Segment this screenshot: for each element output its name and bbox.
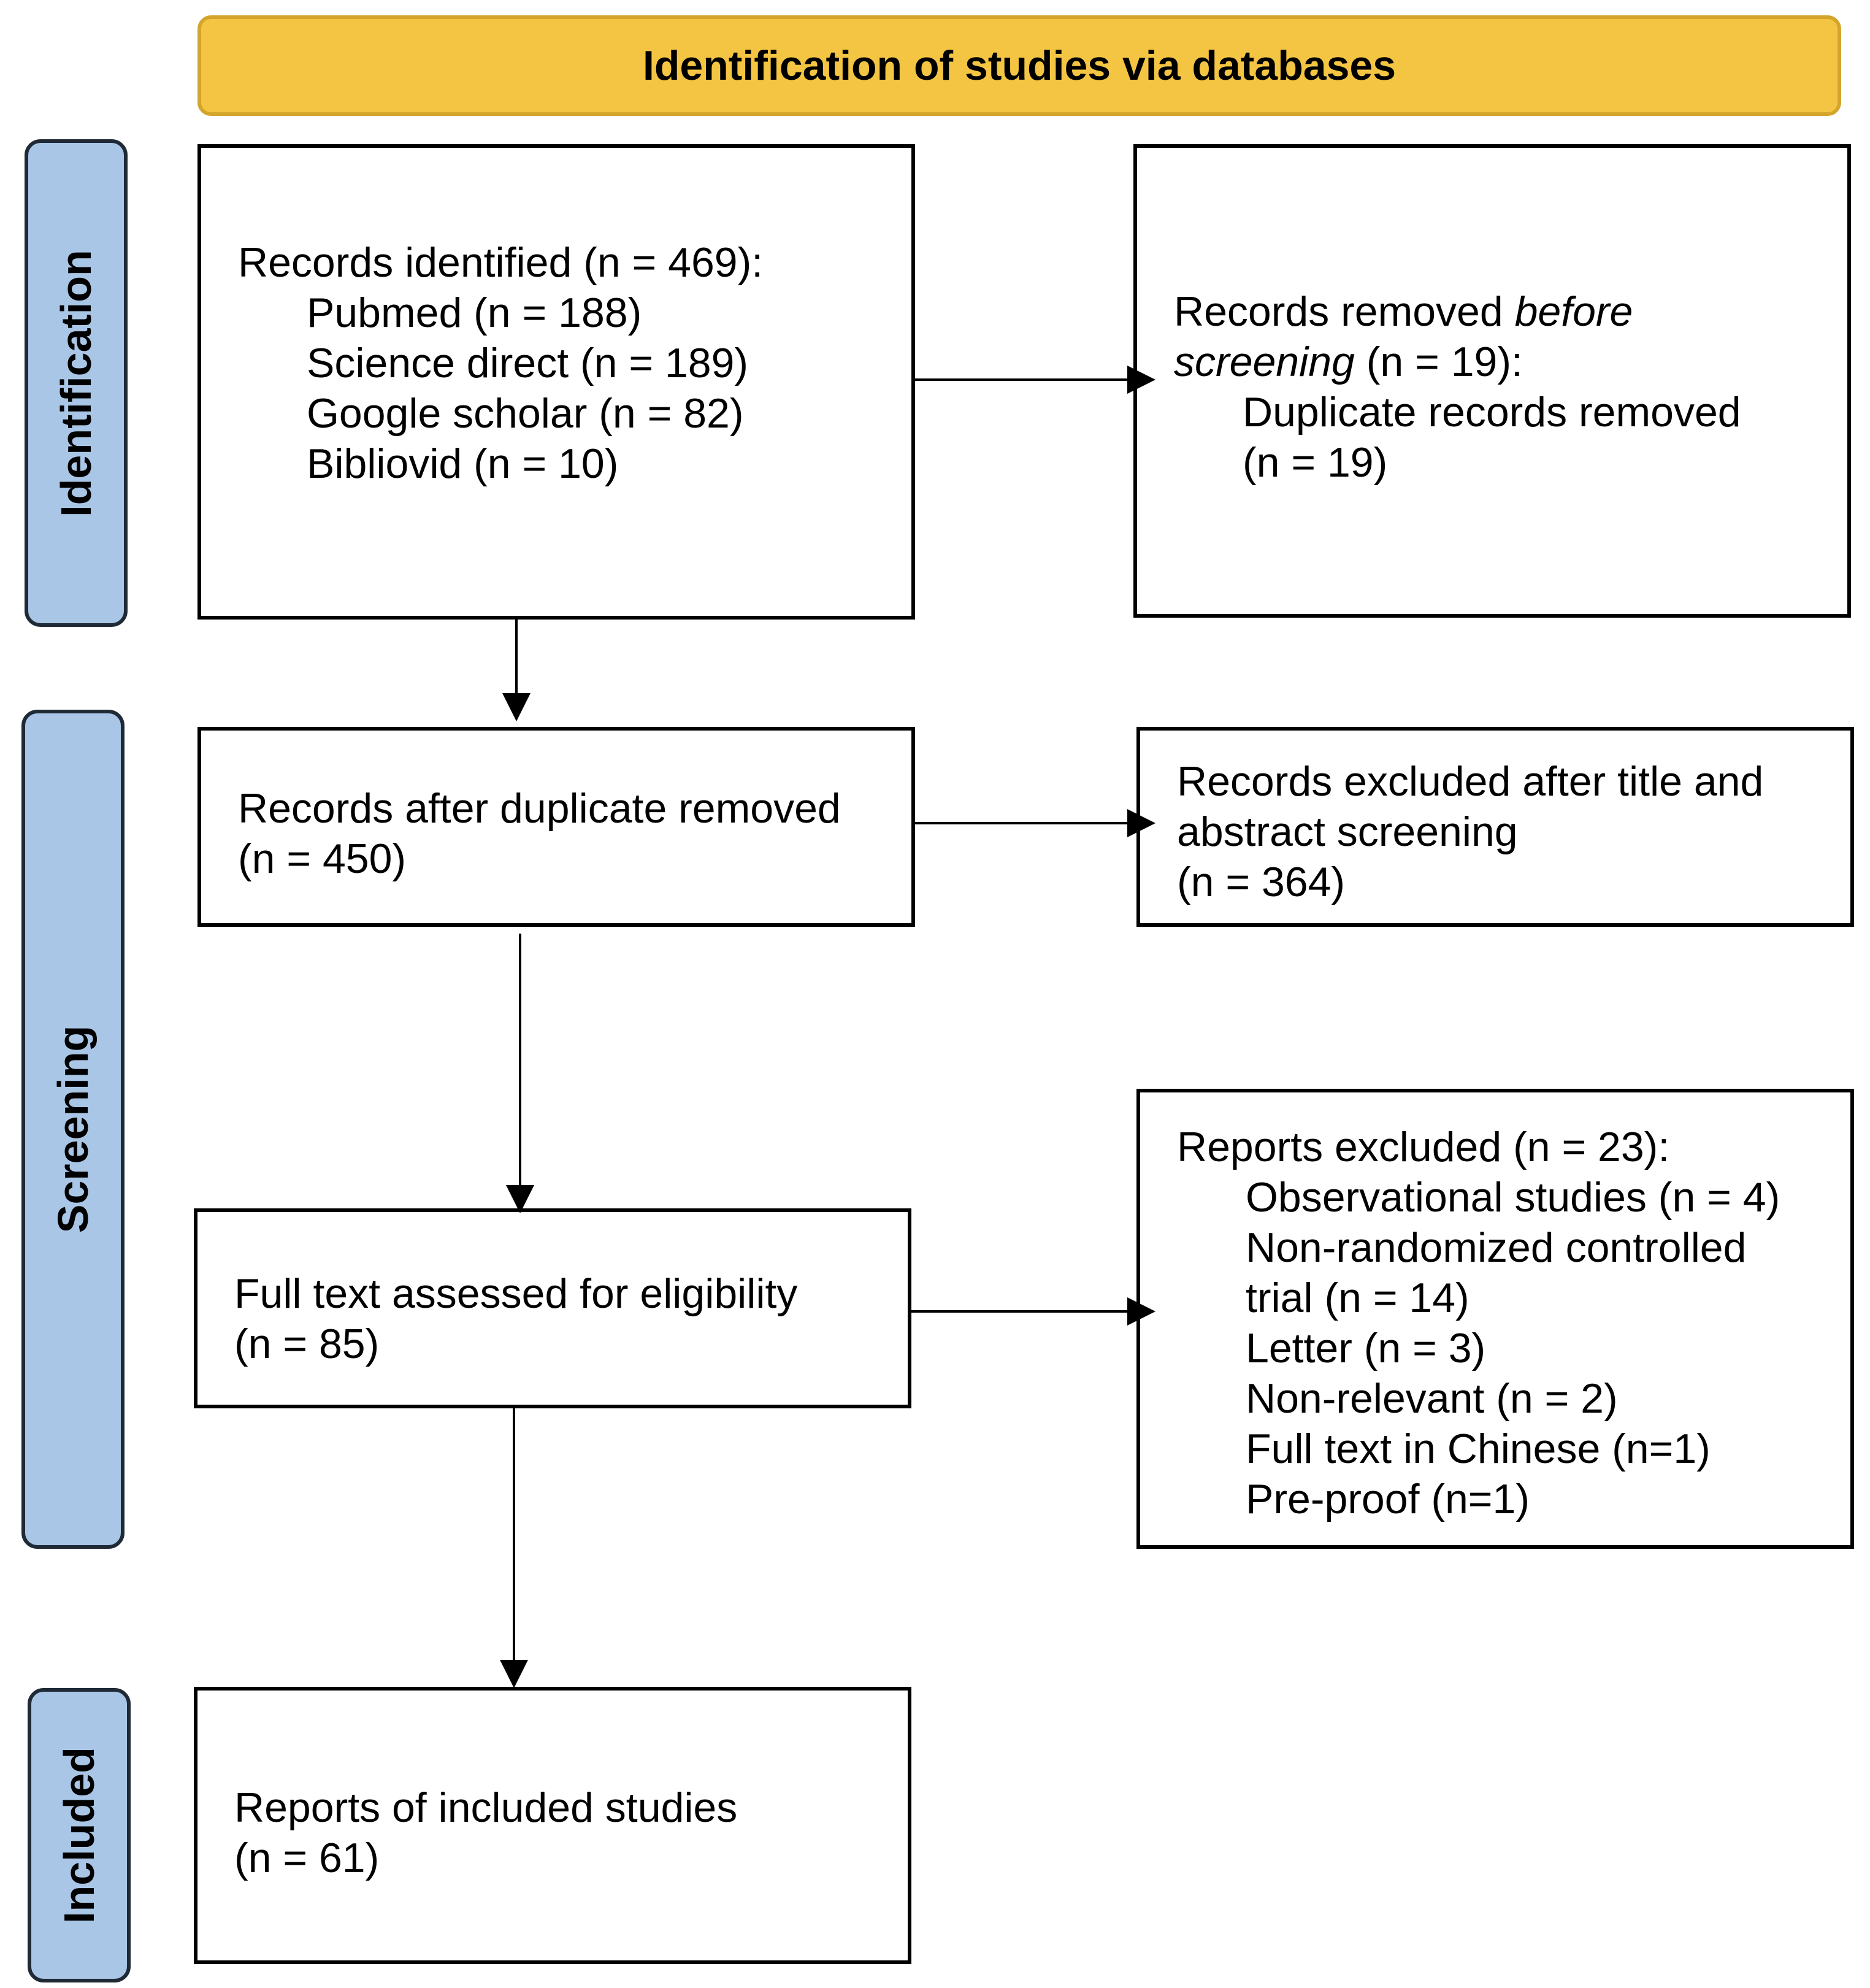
phase-included: Included (28, 1688, 131, 1982)
text-line: Records after duplicate removed (238, 785, 841, 832)
excluded-item: Observational studies (n = 4) (1246, 1174, 1780, 1221)
phase-screening: Screening (21, 710, 125, 1549)
source-item: Bibliovid (n = 10) (307, 440, 619, 487)
text-line: (n = 364) (1177, 859, 1346, 905)
after-duplicates-box: Records after duplicate removed (n = 450… (197, 727, 915, 927)
arrowhead-down (506, 1185, 534, 1213)
arrowhead-right (1127, 809, 1155, 837)
header-bar: Identification of studies via databases (197, 15, 1841, 116)
text-line: Full text assessed for eligibility (234, 1270, 798, 1317)
arrowhead-down (500, 1660, 528, 1688)
records-identified-text: Records identified (n = 469): Pubmed (n … (238, 237, 763, 489)
records-removed-prefix: Records removed (1174, 288, 1515, 335)
records-removed-before: before (1514, 288, 1633, 335)
reports-excluded-heading: Reports excluded (n = 23): (1177, 1124, 1670, 1170)
included-studies-box: Reports of included studies (n = 61) (194, 1687, 911, 1964)
text-line: Records excluded after title and (1177, 758, 1764, 805)
records-removed-text: Records removed before screening (n = 19… (1174, 286, 1741, 488)
phase-identification: Identification (25, 139, 128, 627)
text-line: abstract screening (1177, 808, 1518, 855)
records-identified-box: Records identified (n = 469): Pubmed (n … (197, 144, 915, 620)
reports-excluded-box: Reports excluded (n = 23): Observational… (1136, 1089, 1854, 1549)
removed-item: (n = 19) (1243, 439, 1388, 486)
full-text-assessed-box: Full text assessed for eligibility (n = … (194, 1208, 911, 1408)
text-line: Reports of included studies (234, 1784, 738, 1831)
arrowhead-down (502, 693, 531, 721)
text-line: (n = 85) (234, 1321, 380, 1367)
excluded-item: Letter (n = 3) (1246, 1325, 1486, 1372)
records-removed-box: Records removed before screening (n = 19… (1133, 144, 1851, 618)
header-title: Identification of studies via databases (642, 42, 1397, 89)
excluded-item: Non-relevant (n = 2) (1246, 1375, 1618, 1422)
excluded-item: Pre-proof (n=1) (1246, 1476, 1530, 1522)
reports-excluded-text: Reports excluded (n = 23): Observational… (1177, 1122, 1780, 1524)
text-line: (n = 61) (234, 1835, 380, 1881)
records-identified-heading: Records identified (n = 469): (238, 239, 764, 286)
excluded-title-abstract-text: Records excluded after title and abstrac… (1177, 756, 1763, 907)
included-studies-text: Reports of included studies (n = 61) (234, 1783, 737, 1883)
after-duplicates-text: Records after duplicate removed (n = 450… (238, 783, 841, 884)
source-item: Science direct (n = 189) (307, 340, 749, 386)
excluded-item: Full text in Chinese (n=1) (1246, 1426, 1711, 1472)
arrowhead-right (1127, 366, 1155, 394)
records-removed-screening: screening (1174, 339, 1355, 385)
source-item: Pubmed (n = 188) (307, 290, 642, 336)
arrowhead-right (1127, 1297, 1155, 1326)
full-text-assessed-text: Full text assessed for eligibility (n = … (234, 1268, 797, 1369)
source-item: Google scholar (n = 82) (307, 390, 744, 437)
records-removed-count: (n = 19): (1354, 339, 1523, 385)
removed-item: Duplicate records removed (1243, 389, 1741, 436)
text-line: (n = 450) (238, 835, 407, 882)
excluded-title-abstract-box: Records excluded after title and abstrac… (1136, 727, 1854, 927)
excluded-item: trial (n = 14) (1246, 1275, 1470, 1321)
excluded-item: Non-randomized controlled (1246, 1224, 1747, 1271)
